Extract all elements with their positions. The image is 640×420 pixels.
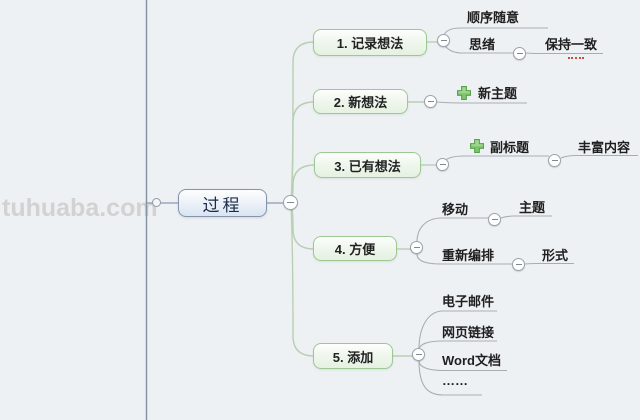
subtopic-ellipsis[interactable]: …… xyxy=(442,373,468,388)
subtopic-random-order[interactable]: 顺序随意 xyxy=(467,10,520,25)
collapse-button-subtitle[interactable] xyxy=(548,154,561,167)
subtopic-theme[interactable]: 主题 xyxy=(519,200,546,215)
subtopic-keep-consistent[interactable]: 保持一致 xyxy=(545,37,598,52)
subtopic-form[interactable]: 形式 xyxy=(542,248,569,263)
collapse-button-new-ideas[interactable] xyxy=(424,95,437,108)
topic-convenient[interactable]: 4. 方便 xyxy=(313,236,397,261)
collapse-button-existing[interactable] xyxy=(436,158,449,171)
root-topic[interactable]: 过程 xyxy=(178,189,267,217)
plus-icon xyxy=(457,86,471,100)
plus-icon xyxy=(470,139,484,153)
watermark: tuhuaba.com xyxy=(2,194,158,222)
subtopic-weblink[interactable]: 网页链接 xyxy=(442,325,495,340)
topic-add[interactable]: 5. 添加 xyxy=(313,343,393,369)
subtopic-rearrange[interactable]: 重新编排 xyxy=(442,248,495,263)
subtopic-word-doc[interactable]: Word文档 xyxy=(442,353,501,368)
branch-connectors xyxy=(290,41,438,357)
root-joint-circle xyxy=(152,198,161,207)
spellcheck-squiggle xyxy=(568,53,584,59)
collapse-button-move[interactable] xyxy=(488,213,501,226)
subtopic-rich-content[interactable]: 丰富内容 xyxy=(578,140,631,155)
collapse-button-record[interactable] xyxy=(437,34,450,47)
collapse-button-sixu[interactable] xyxy=(513,47,526,60)
subtopic-train-of-thought[interactable]: 思绪 xyxy=(469,37,496,52)
collapse-button-add[interactable] xyxy=(412,348,425,361)
subtopic-subtitle[interactable]: 副标题 xyxy=(490,140,530,155)
subtopic-email[interactable]: 电子邮件 xyxy=(442,294,495,309)
topic-existing-ideas[interactable]: 3. 已有想法 xyxy=(314,152,421,178)
collapse-button-rearrange[interactable] xyxy=(512,258,525,271)
topic-record-ideas[interactable]: 1. 记录想法 xyxy=(313,29,427,56)
subtopic-move[interactable]: 移动 xyxy=(442,202,469,217)
collapse-button-convenient[interactable] xyxy=(410,241,423,254)
topic-new-ideas[interactable]: 2. 新想法 xyxy=(313,89,408,114)
root-collapse-button[interactable] xyxy=(283,195,298,210)
subtopic-new-topic[interactable]: 新主题 xyxy=(478,86,518,101)
